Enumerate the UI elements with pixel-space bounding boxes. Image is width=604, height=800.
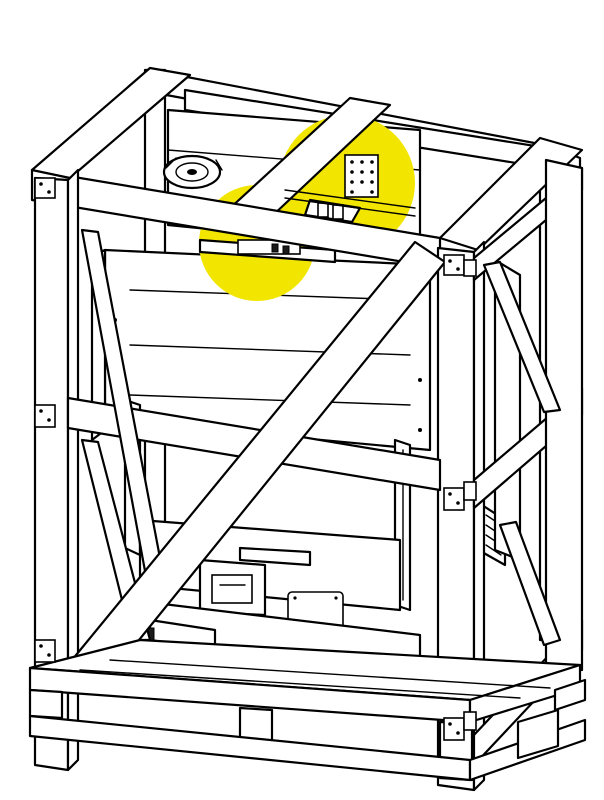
gear-icon <box>162 154 223 190</box>
bracket-bottom-left <box>34 639 56 663</box>
bracket-top-right <box>443 254 477 277</box>
corner-brackets <box>34 177 477 741</box>
bracket-mid-right <box>443 481 477 511</box>
front-frame <box>30 66 584 792</box>
control-box <box>198 558 267 617</box>
bracket-bottom-right <box>443 711 477 741</box>
highlighted-parts <box>198 96 416 264</box>
bracket-plate <box>303 154 379 224</box>
bracket-mid-left <box>34 404 56 428</box>
bracket-top-left <box>34 177 56 199</box>
pallet <box>28 638 587 782</box>
